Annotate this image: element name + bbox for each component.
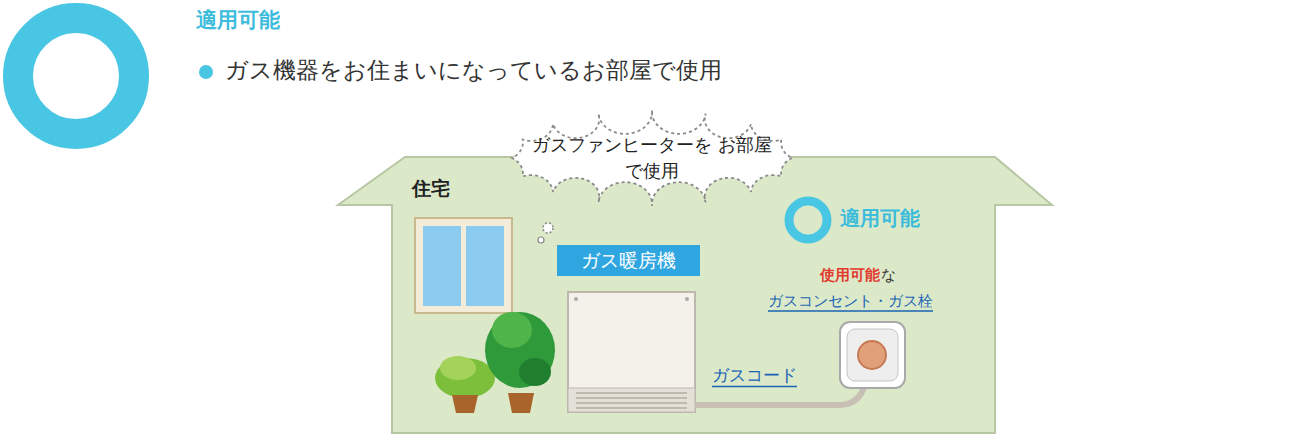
gas-heater (568, 292, 695, 412)
link-label: ガスコンセント・ガス栓 (768, 292, 933, 310)
gas-outlet (840, 322, 905, 388)
node-text: ガスファンヒーターを お部屋で使用 (524, 132, 780, 184)
link-label: ガスコード (712, 365, 797, 385)
house: 住宅ガス暖房機 (338, 155, 1052, 435)
bullet-dot (199, 65, 213, 79)
status-label: 使用可能 (820, 266, 880, 284)
window-pane (423, 226, 461, 306)
bullet-text: ガス機器をお住まいになっているお部屋で使用 (225, 57, 722, 85)
thought-bubble: ガスファンヒーターを お部屋で使用 (512, 112, 792, 204)
window-pane (466, 226, 504, 306)
node-text: 住宅 (412, 177, 450, 200)
node-text: ガス暖房機 (569, 249, 688, 272)
heading: 適用可能 (196, 8, 280, 33)
plants (435, 312, 555, 413)
status-label: 適用可能 (840, 206, 920, 230)
label-box: ガス暖房機 (557, 245, 700, 276)
ok-ring (18, 18, 134, 134)
heater-vent (568, 388, 695, 412)
house-outline (338, 157, 1052, 433)
window-frame (415, 218, 512, 313)
ok-ring-small (789, 201, 827, 239)
particle-text: な (881, 266, 896, 284)
thought-cloud (512, 110, 792, 206)
